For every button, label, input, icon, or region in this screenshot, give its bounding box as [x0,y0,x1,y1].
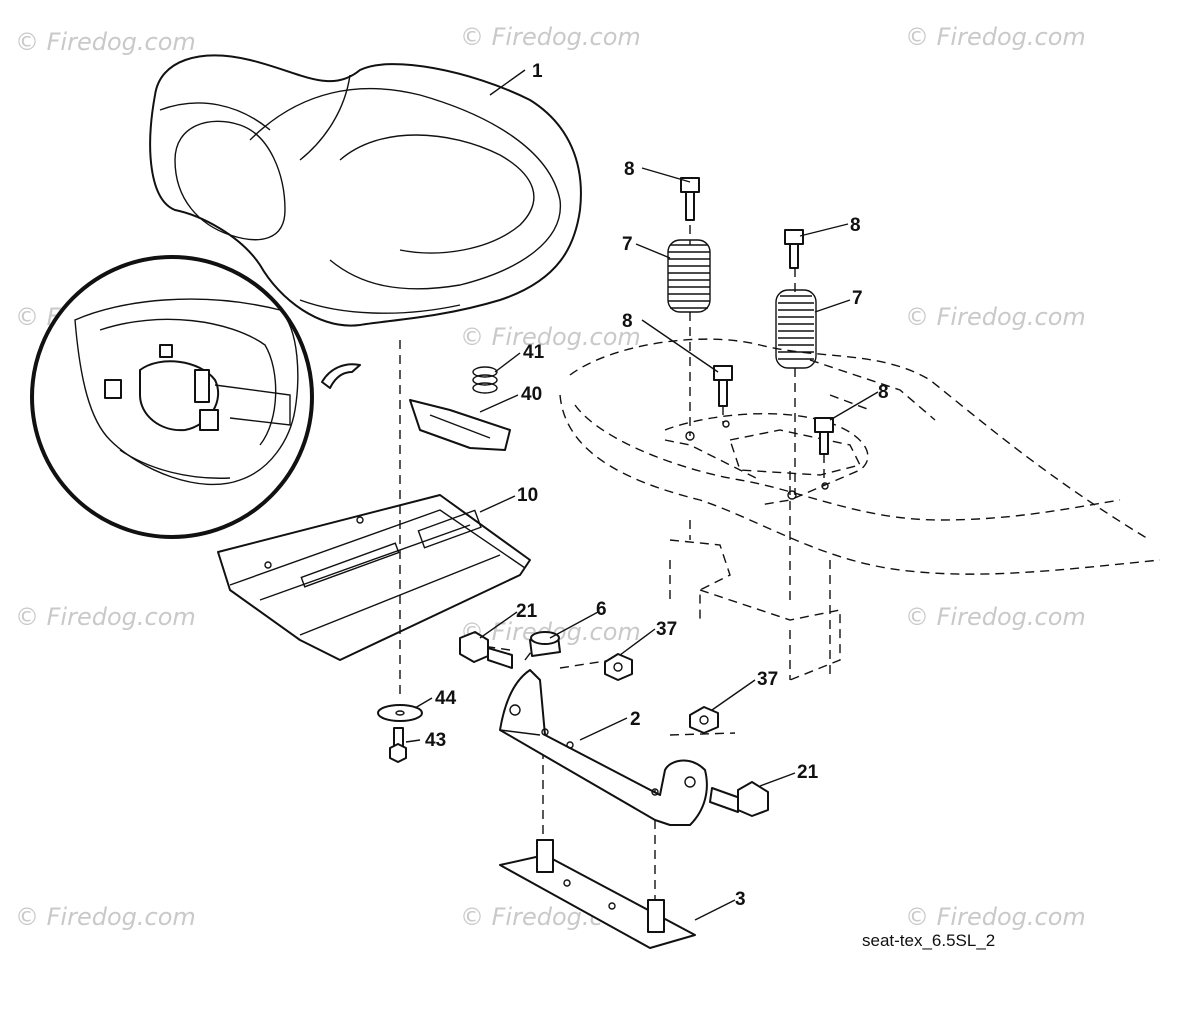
watermark-text: © Firedog.com [460,323,641,351]
bracket [499,669,708,826]
watermark-text: © Firedog.com [905,603,1086,631]
mower-frame-outline [559,338,1161,681]
callout-small-spring: 41 [523,342,545,363]
watermark-text: © Firedog.com [15,903,196,931]
callout-bolt-left: 21 [516,601,538,622]
callouts: 1 2 3 6 7 7 8 8 8 8 10 21 21 37 37 40 41… [425,61,889,910]
callout-bolt-top-right: 8 [850,215,861,236]
bolt-top-left [680,177,700,221]
callout-spring-right: 7 [852,288,863,309]
watermark-text: © Firedog.com [905,23,1086,51]
callout-seat-pan: 10 [517,485,538,506]
watermark-text: © Firedog.com [15,603,196,631]
bolt-mid-right [814,417,834,455]
callout-bolt-mid-right: 8 [878,382,889,403]
bolt-mid-left [713,365,733,407]
callout-clip: 40 [521,384,542,405]
seat-clip [409,399,511,451]
bolt-top-right [784,229,804,269]
small-spring [472,366,498,394]
washer [377,704,423,722]
bolt-left [459,631,513,669]
spring-right [775,289,817,369]
base-plate [499,839,696,949]
seat [149,54,582,327]
detail-inset [30,255,361,539]
callout-knob: 6 [596,599,607,620]
callout-screw: 43 [425,730,446,751]
callout-seat: 1 [532,61,543,82]
callout-bolt-mid-left: 8 [622,311,633,332]
callout-bolt-right: 21 [797,762,819,783]
watermark-text: © Firedog.com [460,23,641,51]
nut-upper [604,653,633,681]
bolt-right [709,781,769,817]
callout-base-plate: 3 [735,889,746,910]
callout-spring-left: 7 [622,234,633,255]
spring-left [667,239,711,313]
knob [529,631,561,657]
drawing-reference: seat-tex_6.5SL_2 [862,931,995,950]
callout-bolt-top-left: 8 [624,159,635,180]
callout-washer: 44 [435,688,457,709]
watermark-text: © Firedog.com [905,903,1086,931]
callout-nut-lower: 37 [757,669,778,690]
watermark-text: © Firedog.com [15,28,196,56]
callout-nut-upper: 37 [656,619,677,640]
callout-bracket: 2 [630,709,641,730]
nut-lower [689,706,719,734]
screw [389,727,407,763]
watermark-text: © Firedog.com [905,303,1086,331]
leader-lines [405,69,879,921]
